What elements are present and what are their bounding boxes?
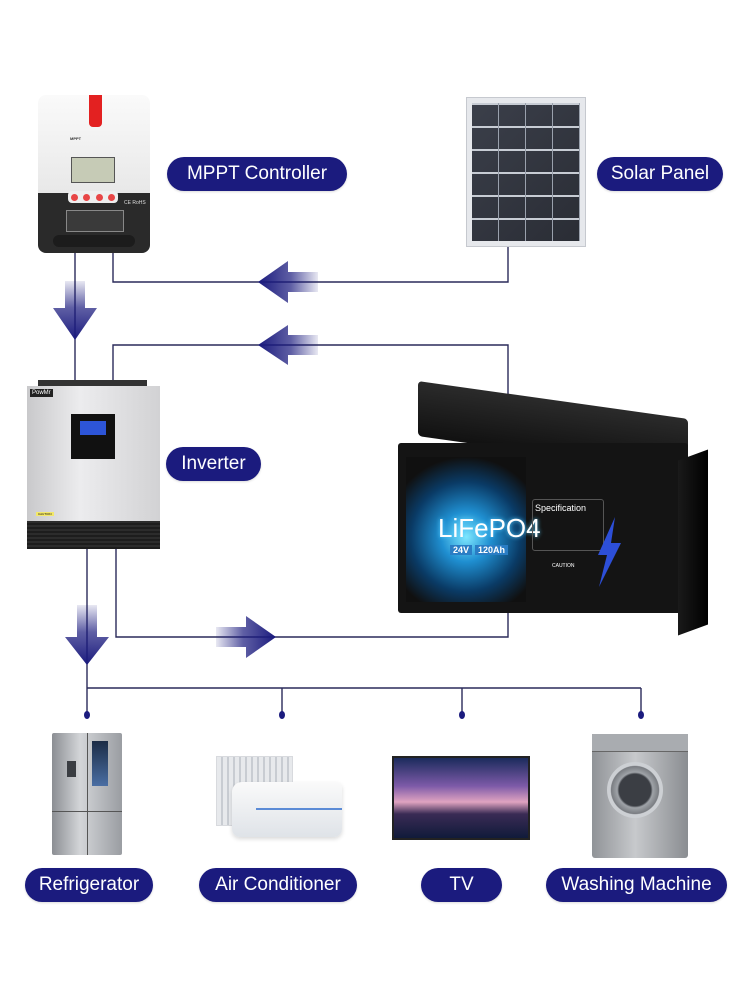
inverter-device: PowMr CAUTION — [27, 380, 160, 550]
load-label-air-conditioner: Air Conditioner — [199, 868, 357, 902]
mppt-cert-text: CE RoHS — [124, 200, 146, 206]
arrow-left-icon — [258, 261, 318, 303]
inverter-label: Inverter — [166, 447, 261, 481]
refrigerator-icon — [52, 733, 122, 855]
arrow-down-icon — [65, 605, 109, 665]
mppt-brand-text: MPPT — [70, 136, 82, 141]
washing-machine-icon — [592, 734, 688, 858]
inverter-caution-text: CAUTION — [36, 512, 54, 516]
load-label-washing-machine: Washing Machine — [546, 868, 727, 902]
inverter-brand-text: PowMr — [30, 389, 53, 397]
battery-capacity-text: 120Ah — [475, 545, 509, 555]
battery-device: LiFePO4 24V 120Ah Specification CAUTION — [378, 381, 723, 636]
bus-node — [638, 711, 644, 719]
battery-chemistry-text: LiFePO4 — [438, 513, 541, 543]
battery-voltage-text: 24V — [450, 545, 473, 555]
mppt-controller-device: MPPT CE RoHS — [38, 95, 150, 253]
arrow-left-icon — [258, 325, 318, 365]
air-conditioner-icon — [216, 748, 342, 850]
load-label-tv: TV — [421, 868, 502, 902]
solar-panel-device — [466, 97, 586, 247]
solar-panel-label: Solar Panel — [597, 157, 723, 191]
bus-node — [459, 711, 465, 719]
arrow-right-icon — [216, 616, 276, 658]
mppt-controller-label: MPPT Controller — [167, 157, 347, 191]
battery-spec-title: Specification — [535, 503, 587, 513]
wire-inverter-battery — [115, 548, 509, 638]
bus-node — [279, 711, 285, 719]
battery-caution-text: CAUTION — [552, 563, 575, 569]
lightning-icon — [598, 517, 621, 587]
tv-icon — [392, 756, 530, 840]
load-label-refrigerator: Refrigerator — [25, 868, 153, 902]
arrow-down-icon — [53, 281, 97, 340]
bus-node — [84, 711, 90, 719]
